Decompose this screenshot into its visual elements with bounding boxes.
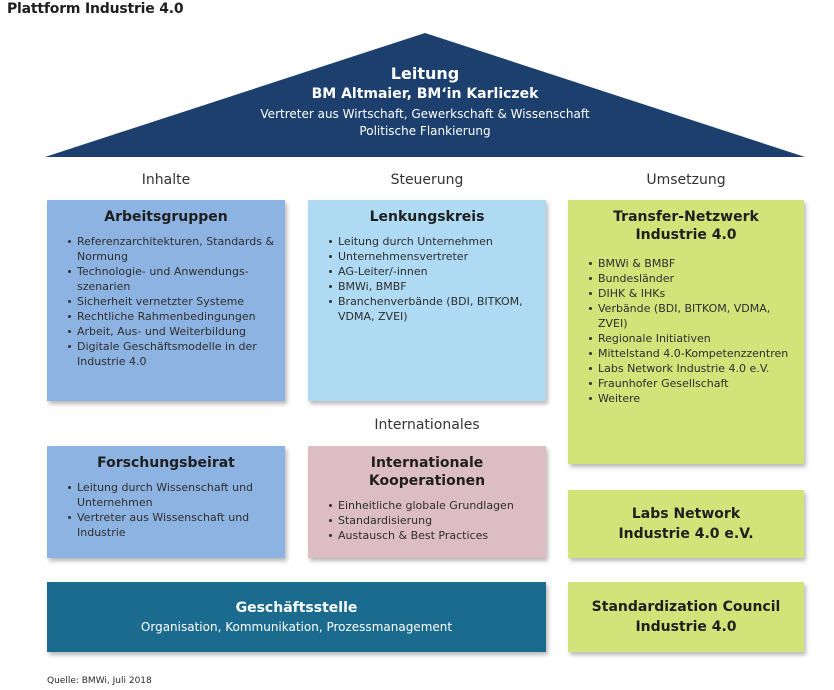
transfer-netzwerk-title-line-2: Industrie 4.0 [635,227,737,243]
geschaeftsstelle-subtitle: Organisation, Kommunikation, Prozessmana… [140,620,453,634]
standardization-council-line-1: Standardization Council [591,599,781,615]
list-item: Verbände (BDI, BITKOM, VDMA, ZVEI) [589,301,794,331]
arbeitsgruppen-title: Arbeitsgruppen [104,209,228,225]
standardization-council-line-2: Industrie 4.0 [635,619,737,635]
list-item: BMWi & BMBF [589,256,794,271]
list-item: Leitung durch Unternehmen [329,234,536,249]
list-item: Austausch & Best Practices [329,528,536,543]
column-heading-inhalte: Inhalte [141,172,191,188]
forschungsbeirat-title: Forschungsbeirat [97,455,235,471]
list-item: Unternehmensvertreter [329,249,536,264]
list-item: Mittelstand 4.0-Kompetenzzentren [589,346,794,361]
list-item: AG-Leiter/-innen [329,264,536,279]
labs-network-box: Labs Network Industrie 4.0 e.V. [568,490,804,558]
page-title: Plattform Industrie 4.0 [7,1,184,17]
roof-line-1: Vertreter aus Wirtschaft, Gewerkschaft &… [260,107,590,121]
list-item: Labs Network Industrie 4.0 e.V. [589,361,794,376]
list-item: Weitere [589,391,794,406]
list-item: Fraunhofer Gesellschaft [589,376,794,391]
lenkungskreis-title: Lenkungskreis [369,209,485,225]
roof-title: Leitung [390,64,460,83]
labs-network-line-1: Labs Network [631,506,741,522]
forschungsbeirat-list: Leitung durch Wissenschaft und Unternehm… [57,480,275,540]
column-heading-steuerung: Steuerung [390,172,464,188]
list-item: Bundesländer [589,271,794,286]
list-item: Vertreter aus Wissenschaft und Industrie [68,510,275,540]
labs-network-line-2: Industrie 4.0 e.V. [618,526,754,542]
transfer-netzwerk-title-line-1: Transfer-Netzwerk [613,209,759,225]
list-item: Leitung durch Wissenschaft und Unternehm… [68,480,275,510]
list-item: BMWi, BMBF [329,279,536,294]
lenkungskreis-box: Lenkungskreis Leitung durch Unternehmen … [308,200,546,401]
transfer-netzwerk-list: BMWi & BMBF Bundesländer DIHK & IHKs Ver… [578,256,794,406]
column-heading-internationales: Internationales [374,417,480,433]
geschaeftsstelle-box: Geschäftsstelle Organisation, Kommunikat… [47,582,546,652]
internationale-kooperationen-list: Einheitliche globale Grundlagen Standard… [318,498,536,543]
column-heading-umsetzung: Umsetzung [646,172,726,188]
list-item: Rechtliche Rahmenbedingungen [68,309,275,324]
forschungsbeirat-box: Forschungsbeirat Leitung durch Wissensch… [47,446,285,558]
transfer-netzwerk-box: Transfer-Netzwerk Industrie 4.0 BMWi & B… [568,200,804,464]
lenkungskreis-list: Leitung durch Unternehmen Unternehmensve… [318,234,536,324]
arbeitsgruppen-box: Arbeitsgruppen Referenzarchitekturen, St… [47,200,285,401]
list-item: Sicherheit vernetzter Systeme [68,294,275,309]
roof-line-2: Politische Flankierung [359,124,491,138]
arbeitsgruppen-list: Referenzarchitekturen, Standards & Normu… [57,234,275,369]
roof-subtitle: BM Altmaier, BM‘in Karliczek [311,86,539,102]
list-item: Digitale Geschäftsmodelle in der Industr… [68,339,275,369]
list-item: Branchenverbände (BDI, BITKOM, VDMA, ZVE… [329,294,536,324]
standardization-council-box: Standardization Council Industrie 4.0 [568,582,804,652]
list-item: Standardisierung [329,513,536,528]
list-item: Technologie- und Anwendungs-szenarien [68,264,275,294]
internationale-kooperationen-title: Internationale Kooperationen [368,455,486,489]
internationale-kooperationen-box: Internationale Kooperationen Einheitlich… [308,446,546,558]
list-item: Regionale Initiativen [589,331,794,346]
source-note: Quelle: BMWi, Juli 2018 [47,676,152,686]
geschaeftsstelle-title: Geschäftsstelle [235,600,358,616]
list-item: Einheitliche globale Grundlagen [329,498,536,513]
roof-triangle [45,33,805,157]
list-item: Referenzarchitekturen, Standards & Normu… [68,234,275,264]
list-item: Arbeit, Aus- und Weiterbildung [68,324,275,339]
list-item: DIHK & IHKs [589,286,794,301]
